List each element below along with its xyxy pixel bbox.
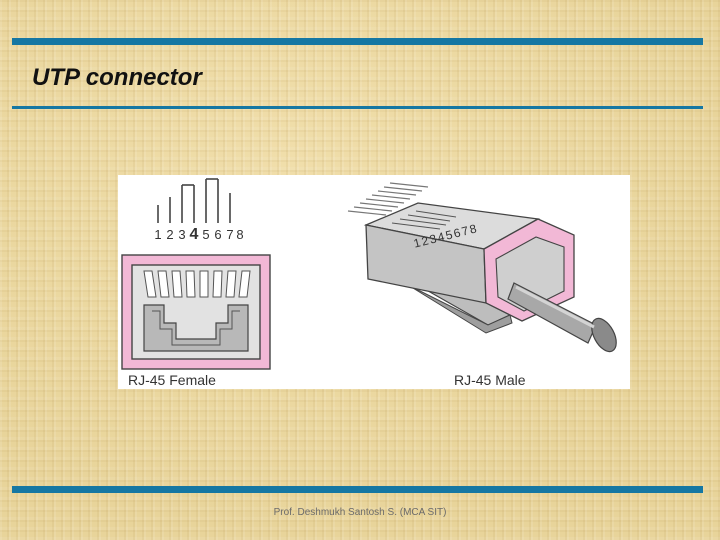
male-pin-number: 8	[468, 221, 478, 236]
female-pin-number: 8	[236, 227, 243, 242]
top-thick-rule	[12, 38, 703, 45]
slide-title: UTP connector	[32, 64, 202, 91]
female-pin-number: 2	[166, 227, 173, 242]
male-pin-number: 3	[428, 231, 438, 246]
slide-footer: Prof. Deshmukh Santosh S. (MCA SIT)	[273, 507, 447, 518]
male-pin-number: 6	[452, 225, 462, 240]
male-pin-number: 5	[444, 227, 454, 242]
connector-figure: 1 2 3 4 5 6 7 8	[118, 175, 630, 389]
male-pin-number: 7	[460, 223, 470, 238]
male-caption: RJ-45 Male	[454, 372, 526, 388]
female-pin-number: 6	[214, 227, 221, 242]
rj45-male-illustration: 1 2 3 4 5 6 7 8 RJ-45 Male	[347, 182, 617, 388]
rj45-female-illustration: 1 2 3 4 5 6 7 8	[121, 178, 271, 388]
title-underline-rule	[12, 106, 703, 109]
male-pin-number: 4	[436, 229, 446, 244]
female-pin-number: 3	[178, 227, 185, 242]
male-pin-number: 2	[420, 233, 430, 248]
female-pin-number: 7	[226, 227, 233, 242]
connector-illustration: 1 2 3 4 5 6 7 8	[121, 178, 617, 388]
female-caption: RJ-45 Female	[128, 372, 216, 388]
female-pin-number: 1	[154, 227, 161, 242]
male-pin-number: 1	[412, 235, 422, 250]
female-pin-number: 5	[202, 227, 209, 242]
female-pin-number: 4	[190, 226, 199, 243]
bottom-thick-rule	[12, 486, 703, 493]
